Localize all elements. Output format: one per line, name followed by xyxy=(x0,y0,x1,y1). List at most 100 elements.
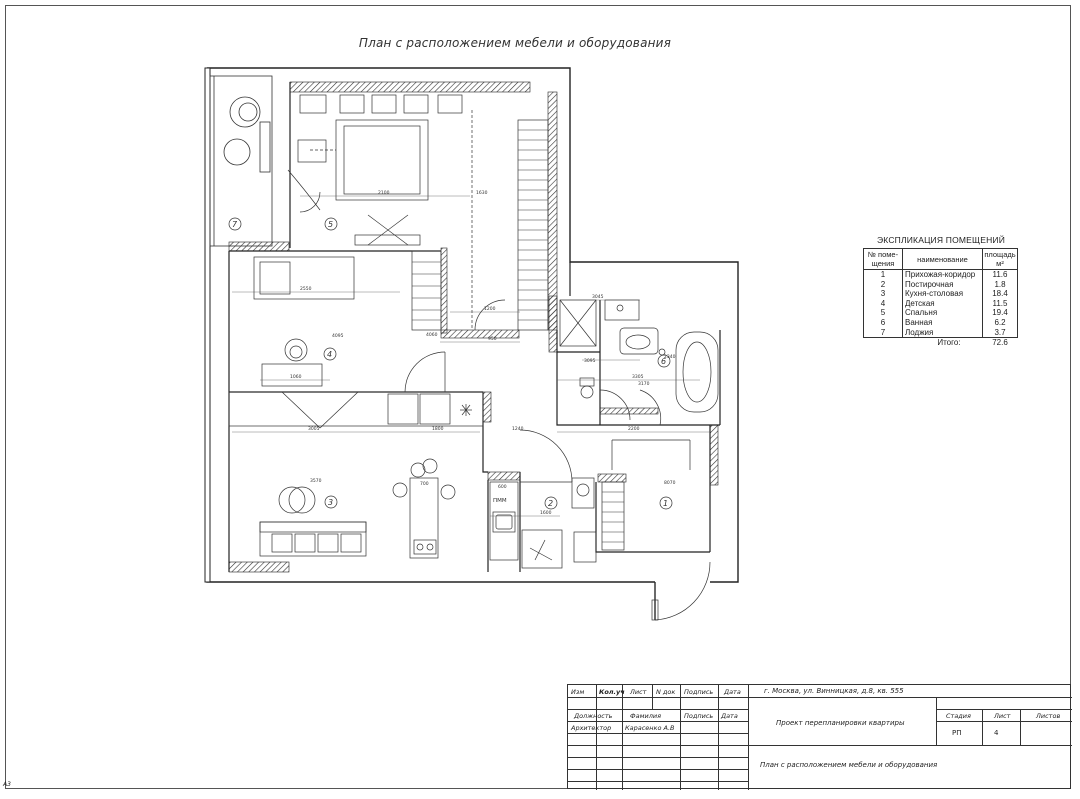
dimension-labels: 2100 1630 2550 1200 950 3005 1800 1240 1… xyxy=(290,190,676,516)
room-7-number: 7 xyxy=(232,220,238,229)
room-name-cell: Постирочная xyxy=(902,279,983,290)
room-num-cell: 1 xyxy=(863,269,903,280)
room-area-cell: 1.8 xyxy=(982,279,1018,290)
dim-4095: 4095 xyxy=(332,333,344,339)
row-data: Дата xyxy=(721,712,738,720)
room-num-cell: 3 xyxy=(863,289,903,299)
room-area-cell: 6.2 xyxy=(982,317,1018,328)
sheets-header: Листов xyxy=(1036,712,1061,720)
header-podpis: Подпись xyxy=(684,688,714,696)
room-num-cell: 6 xyxy=(863,317,903,328)
dim-3095: 3095 xyxy=(584,358,596,364)
header-list: Лист xyxy=(630,688,647,696)
dim-1240: 1240 xyxy=(512,426,524,432)
dim-1200: 1200 xyxy=(484,306,496,312)
room-area-cell: 18.4 xyxy=(982,289,1018,299)
interior-walls xyxy=(228,82,721,572)
room-area-cell: 11.6 xyxy=(982,269,1018,280)
dim-950: 950 xyxy=(488,336,497,342)
room-num-cell: 5 xyxy=(863,308,903,318)
row-dolzhnost: Должность xyxy=(574,712,613,720)
room-area-cell: 19.4 xyxy=(982,308,1018,318)
room-name-cell: Детская xyxy=(902,298,983,309)
room-name-cell: Ванная xyxy=(902,317,983,328)
sheet-value: 4 xyxy=(994,729,999,737)
dimension-lines xyxy=(232,195,710,517)
dim-600: 600 xyxy=(498,484,507,490)
hatched-walls xyxy=(228,81,719,573)
title-block: Изм Кол.уч Лист N док Подпись Дата г. Мо… xyxy=(567,684,1072,790)
stage-header: Стадия xyxy=(946,712,971,720)
room-name-cell: Лоджия xyxy=(902,327,983,339)
header-izm: Изм xyxy=(571,688,585,696)
header-ndoc: N док xyxy=(656,688,676,696)
room-name-cell: Спальня xyxy=(902,308,983,318)
total-value: 72.6 xyxy=(992,338,1008,348)
room-5-number: 5 xyxy=(328,220,333,229)
project-name: Проект перепланировки квартиры xyxy=(776,719,905,727)
dim-3005: 3005 xyxy=(308,426,320,432)
header-room-number: № поме-щения xyxy=(863,248,903,270)
plan-title: План с расположением мебели и оборудован… xyxy=(358,36,672,50)
header-room-area: площадь м² xyxy=(982,248,1018,270)
label-pmm: ПММ xyxy=(493,498,507,504)
kids-room-furniture xyxy=(253,256,506,393)
room-1-number: 1 xyxy=(663,499,668,508)
room-area-cell: 3.7 xyxy=(982,327,1018,339)
total-row: Итого: 72.6 xyxy=(864,338,1018,348)
room-4-number: 4 xyxy=(327,350,332,359)
row-familiya: Фамилия xyxy=(630,712,661,720)
sheet-border xyxy=(5,5,1071,789)
dim-3045: 3045 xyxy=(592,294,604,300)
room-name-cell: Прихожая-коридор xyxy=(902,269,983,280)
explication-title: ЭКСПЛИКАЦИЯ ПОМЕЩЕНИЙ xyxy=(876,235,1006,245)
dim-2200: 2200 xyxy=(628,426,640,432)
dim-bed-width: 2100 xyxy=(378,190,390,196)
sheet-format: А3 xyxy=(3,781,11,788)
loggia xyxy=(209,75,273,247)
total-label: Итого: xyxy=(937,338,961,348)
sheet-title: План с расположением мебели и оборудован… xyxy=(760,761,938,769)
dim-3170: 3170 xyxy=(638,381,650,387)
room-markers xyxy=(228,217,673,510)
room-explication: ЭКСПЛИКАЦИЯ ПОМЕЩЕНИЙ № поме-щения наиме… xyxy=(863,235,1019,348)
dim-1630: 1630 xyxy=(476,190,488,196)
dim-8070: 8070 xyxy=(664,480,676,486)
person: Карасенко А.В xyxy=(625,724,675,732)
sheet-header: Лист xyxy=(994,712,1011,720)
room-area-cell: 11.5 xyxy=(982,298,1018,309)
role: Архитектор xyxy=(571,724,612,732)
kitchen-furniture xyxy=(228,391,519,561)
dim-1060: 1060 xyxy=(290,374,302,380)
address: г. Москва, ул. Винницкая, д.8, кв. 555 xyxy=(764,687,904,695)
dim-2340: 2340 xyxy=(664,354,676,360)
dim-3570: 3570 xyxy=(310,478,322,484)
header-data: Дата xyxy=(724,688,741,696)
room-num-cell: 7 xyxy=(863,327,903,339)
bedroom-furniture xyxy=(287,94,549,331)
header-room-name: наименование xyxy=(902,248,983,270)
dim-4060: 4060 xyxy=(426,332,438,338)
dim-2550: 2550 xyxy=(300,286,312,292)
row-podpis: Подпись xyxy=(684,712,714,720)
room-num-cell: 2 xyxy=(863,279,903,290)
dim-1600: 1600 xyxy=(540,510,552,516)
room-name-cell: Кухня-столовая xyxy=(902,289,983,299)
dim-1800: 1800 xyxy=(432,426,444,432)
room-num-cell: 4 xyxy=(863,298,903,309)
room-6-number: 6 xyxy=(661,357,666,366)
room-2-number: 2 xyxy=(548,499,553,508)
dim-3305: 3305 xyxy=(632,374,644,380)
room-3-number: 3 xyxy=(328,498,333,507)
stage-value: РП xyxy=(952,729,962,737)
dim-700: 700 xyxy=(420,481,429,487)
